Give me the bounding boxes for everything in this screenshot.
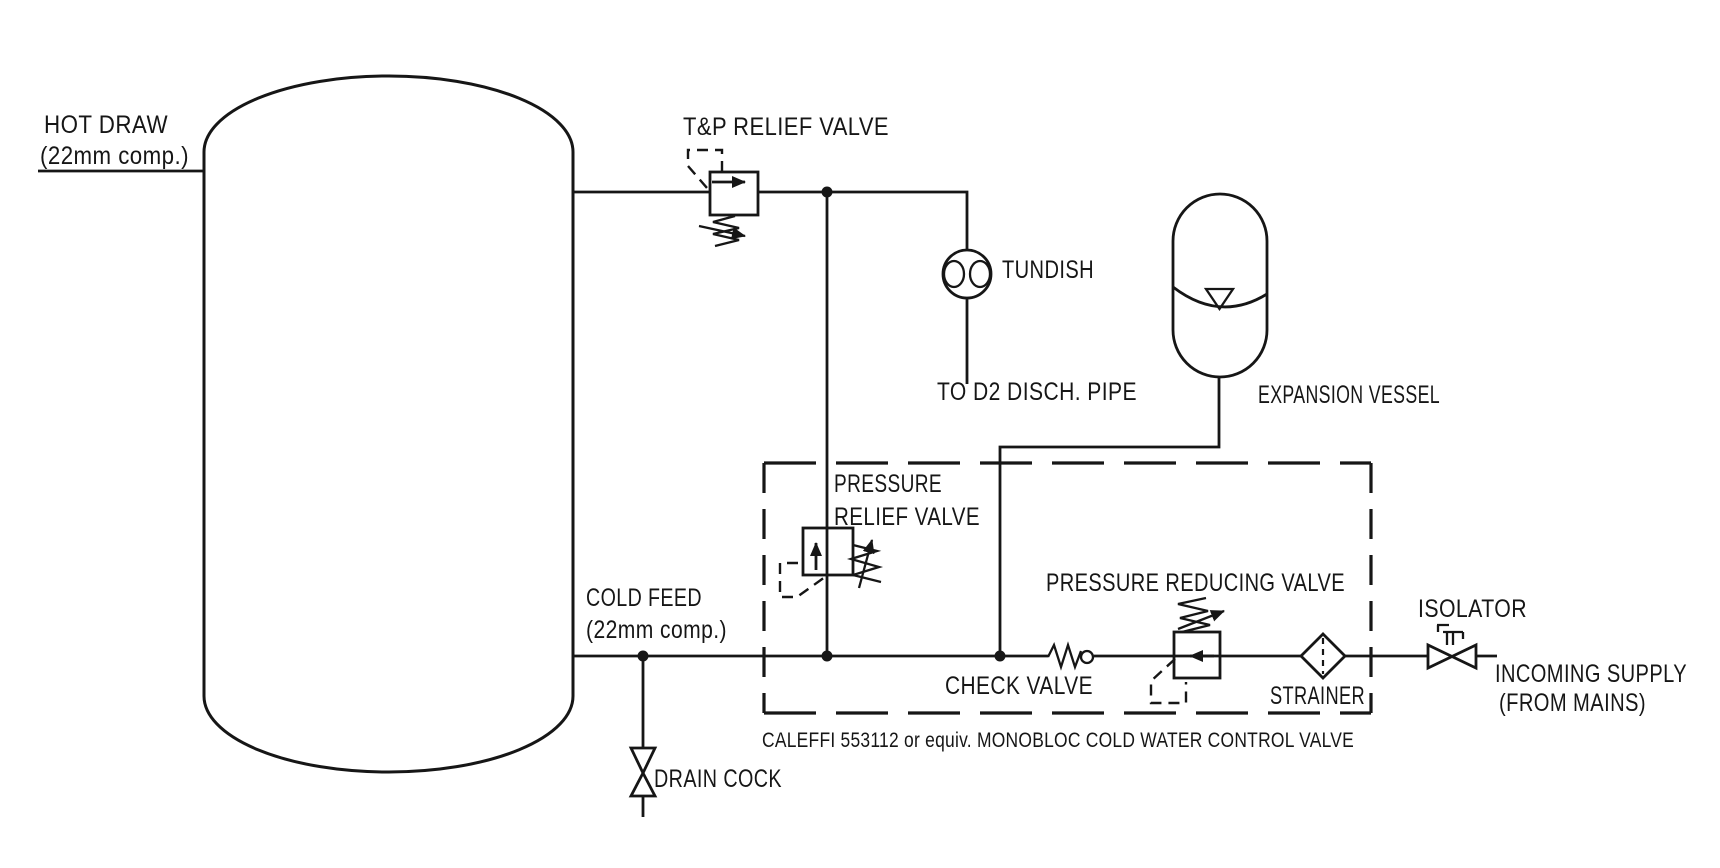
check-valve-ball (1079, 649, 1095, 665)
expansion-vessel-pipe (998, 377, 1221, 656)
tp-relief-valve-label: T&P RELIEF VALVE (683, 113, 889, 141)
strainer-diamond (1299, 632, 1347, 680)
tp-relief-valve-symbol (686, 148, 760, 248)
isolator-symbol (1426, 623, 1478, 671)
drain-cock-top-triangle (628, 746, 658, 777)
drain-cock-bottom-triangle (628, 769, 658, 798)
hot-draw-label-line1: HOT DRAW (44, 111, 168, 139)
pressure-reducing-valve-symbol (1149, 596, 1225, 705)
tundish-left-arc (942, 259, 966, 289)
pressure-relief-valve-label-line2: RELIEF VALVE (834, 503, 980, 531)
top-outlet-pipe (573, 186, 969, 250)
incoming-supply-label-line2: (FROM MAINS) (1499, 689, 1646, 717)
pressure-relief-valve-symbol (778, 526, 884, 599)
tp-valve-spring-arrow (698, 224, 746, 240)
prv-body (801, 526, 855, 577)
isolator-right-triangle (1448, 642, 1478, 671)
cylinder-body (202, 74, 575, 774)
tundish-label: TUNDISH (1002, 256, 1094, 284)
strainer-symbol (1299, 632, 1347, 680)
strainer-label: STRAINER (1270, 682, 1365, 710)
check-valve-symbol (1046, 641, 1095, 671)
hot-draw-label-line2: (22mm comp.) (40, 142, 189, 170)
tp-valve-body (708, 170, 760, 217)
reducing-valve-body (1172, 630, 1222, 680)
expansion-vessel-symbol (1171, 192, 1269, 379)
cylinder (202, 74, 575, 774)
junction-dot (994, 650, 1006, 662)
cold-feed-pipe (573, 650, 1497, 662)
isolator-label: ISOLATOR (1418, 595, 1527, 623)
tundish-symbol (941, 248, 993, 300)
isolator-left-triangle (1426, 642, 1456, 671)
tundish-outer-circle (941, 248, 993, 300)
expansion-vessel-body (1171, 192, 1269, 379)
monobloc-box (762, 461, 1373, 715)
discharge-pipe-label: TO D2 DISCH. PIPE (937, 378, 1137, 406)
drain-cock-symbol (628, 656, 658, 817)
expansion-vessel-label: EXPANSION VESSEL (1258, 381, 1440, 409)
drain-cock-label: DRAIN COCK (654, 765, 782, 793)
junction-dot (821, 650, 833, 662)
expansion-vessel-triangle (1203, 287, 1236, 312)
tundish-right-arc (968, 259, 992, 289)
check-valve-label: CHECK VALVE (945, 672, 1093, 700)
prv-spring-arrow (857, 539, 875, 589)
reducing-valve-spring-arrow (1177, 609, 1225, 631)
check-valve-spring (1046, 641, 1083, 671)
tp-valve-pilot-line (686, 148, 724, 189)
isolator-handle (1436, 623, 1465, 645)
monobloc-caption: CALEFFI 553112 or equiv. MONOBLOC COLD W… (762, 729, 1354, 752)
cold-feed-label-line2: (22mm comp.) (586, 616, 727, 644)
reducing-valve-spring (1177, 596, 1211, 634)
incoming-supply-label-line1: INCOMING SUPPLY (1495, 660, 1687, 688)
cold-feed-label-line1: COLD FEED (586, 584, 702, 612)
pressure-relief-valve-label-line1: PRESSURE (834, 470, 942, 498)
reducing-valve-pilot-line (1149, 658, 1188, 705)
prv-pilot-line (778, 561, 826, 599)
pressure-reducing-valve-label: PRESSURE REDUCING VALVE (1046, 569, 1345, 597)
